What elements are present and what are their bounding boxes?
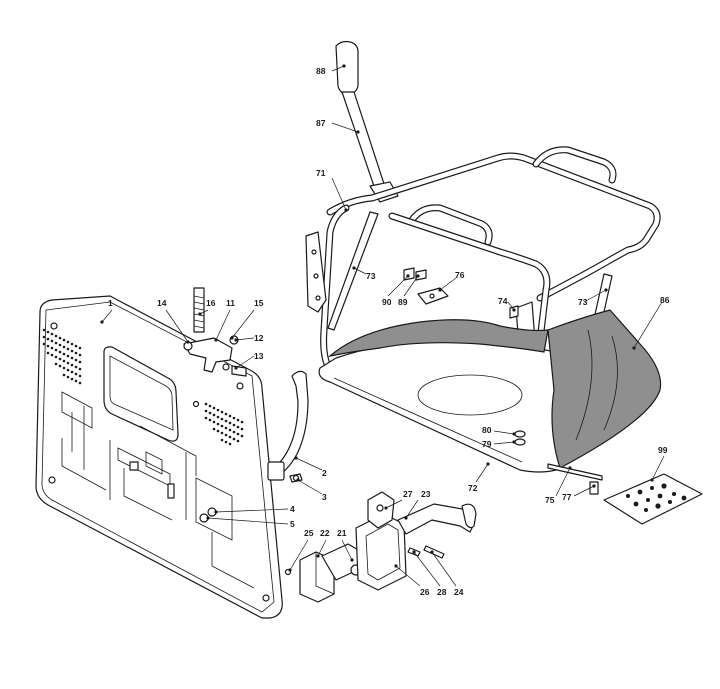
callout-1: 1 <box>108 298 113 308</box>
bracket-arm <box>267 370 309 483</box>
callout-75: 75 <box>545 495 555 505</box>
callout-87: 87 <box>316 118 326 128</box>
callout-28: 28 <box>437 587 447 597</box>
callout-25: 25 <box>304 528 314 538</box>
callout-90: 90 <box>382 297 392 307</box>
callout-21: 21 <box>337 528 347 538</box>
callout-11: 11 <box>226 298 235 308</box>
vent-grille-left <box>42 328 82 385</box>
grass-bag <box>318 309 662 495</box>
callout-27: 27 <box>403 489 413 499</box>
callout-leaders <box>100 64 665 587</box>
vent-grille-right <box>204 402 244 446</box>
callout-23: 23 <box>421 489 431 499</box>
latch-assembly <box>183 287 247 377</box>
callout-88: 88 <box>316 66 326 76</box>
callout-73a: 73 <box>366 271 376 281</box>
latch-components <box>284 491 477 603</box>
callout-15: 15 <box>254 298 264 308</box>
small-brackets <box>403 267 519 319</box>
callout-labels: 1 2 3 4 5 11 12 13 14 15 16 21 22 23 24 … <box>108 66 670 597</box>
callout-16: 16 <box>206 298 216 308</box>
callout-2: 2 <box>322 468 327 478</box>
callout-89: 89 <box>398 297 408 307</box>
callout-99: 99 <box>658 445 668 455</box>
callout-71: 71 <box>316 168 326 178</box>
fixing-kit-bag <box>603 473 703 525</box>
callout-14: 14 <box>157 298 167 308</box>
callout-3: 3 <box>322 492 327 502</box>
callout-72: 72 <box>468 483 478 493</box>
callout-77: 77 <box>562 492 572 502</box>
callout-74: 74 <box>498 296 508 306</box>
callout-13: 13 <box>254 351 264 361</box>
callout-76: 76 <box>455 270 465 280</box>
callout-24: 24 <box>454 587 464 597</box>
callout-80: 80 <box>482 425 492 435</box>
callout-12: 12 <box>254 333 264 343</box>
callout-26: 26 <box>420 587 430 597</box>
callout-5: 5 <box>290 519 295 529</box>
callout-22: 22 <box>320 528 330 538</box>
callout-73b: 73 <box>578 297 588 307</box>
callout-4: 4 <box>290 504 295 514</box>
callout-86: 86 <box>660 295 670 305</box>
callout-79: 79 <box>482 439 492 449</box>
rear-plate <box>35 295 283 619</box>
